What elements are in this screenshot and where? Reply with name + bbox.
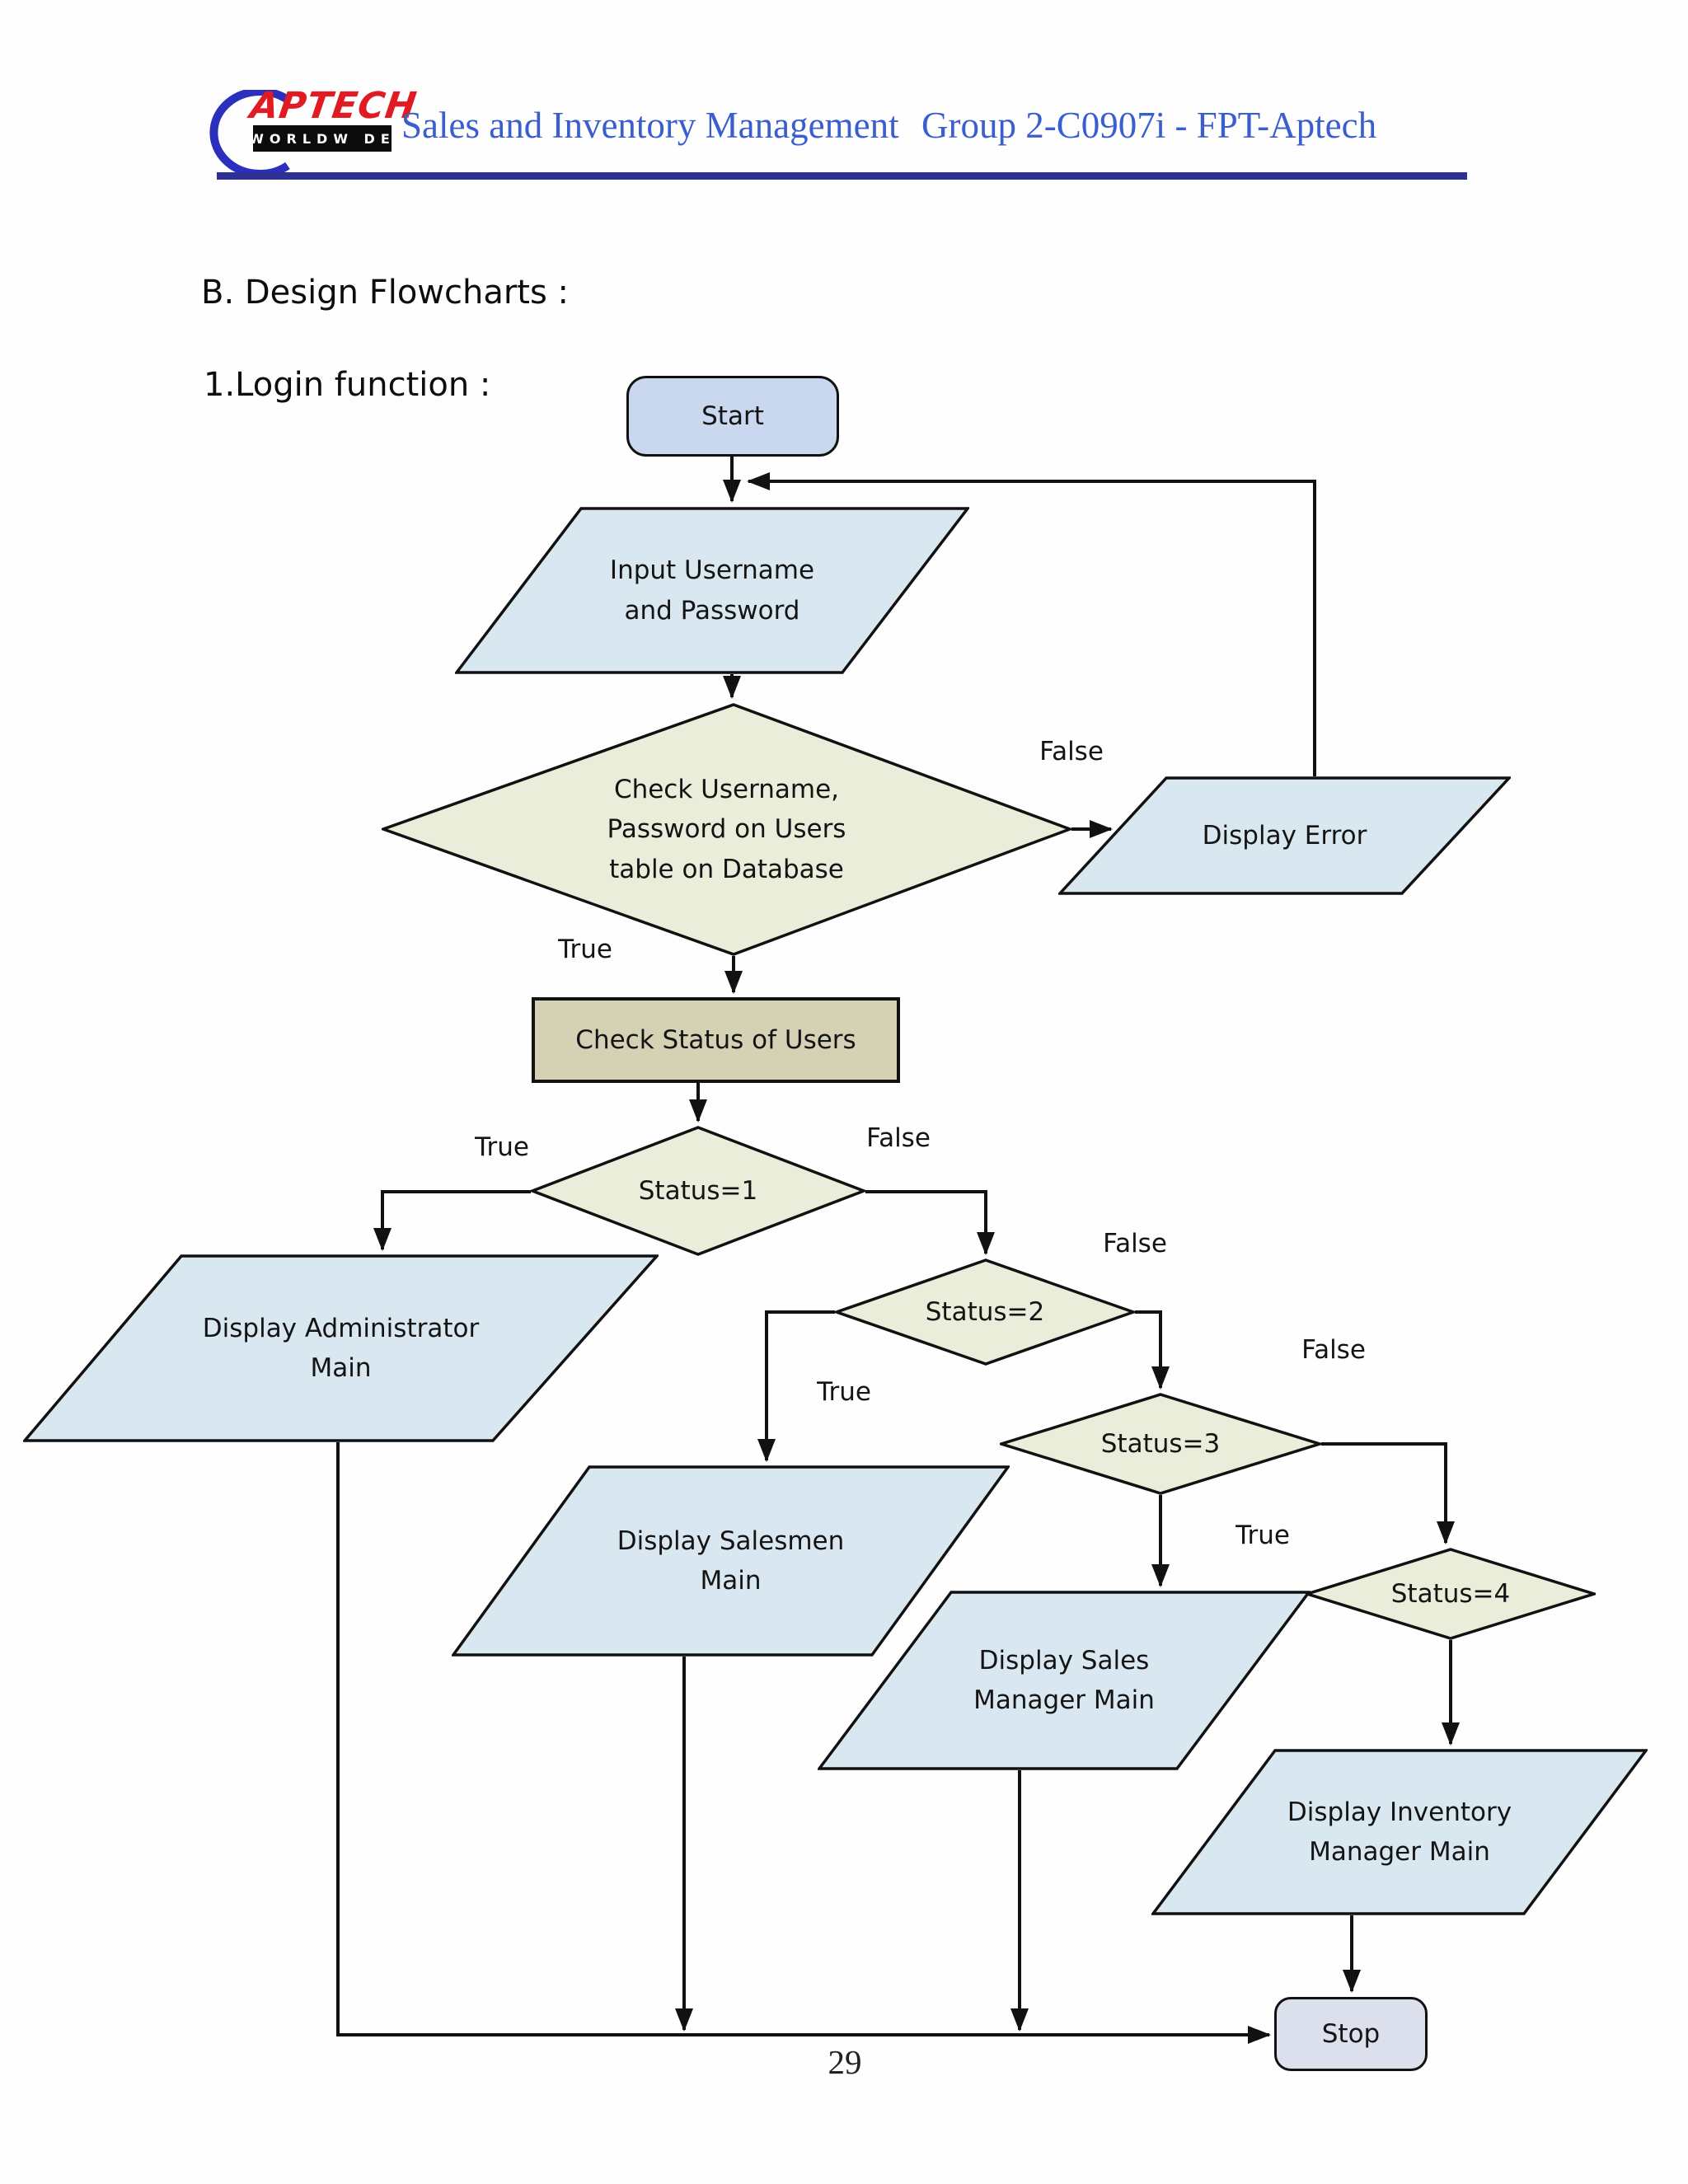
display-error-label: Display Error	[1202, 820, 1367, 851]
status1-decision-node: Status=1	[531, 1126, 865, 1256]
status2-label: Status=2	[925, 1296, 1045, 1327]
status1-label: Status=1	[638, 1175, 758, 1206]
io-shape	[455, 507, 969, 674]
display-inventory-manager-label: Display Inventory Manager Main	[1287, 1797, 1512, 1867]
label-status1-false: False	[866, 1123, 931, 1153]
display-admin-label: Display Administrator Main	[202, 1313, 480, 1383]
display-error-node: Display Error	[1058, 776, 1511, 895]
start-label: Start	[701, 401, 764, 431]
check-user-decision-node: Check Username, Password on Users table …	[382, 703, 1071, 956]
input-credentials-node: Input Username and Password	[455, 507, 969, 674]
io-shape	[1058, 776, 1511, 895]
edge-admin-to-stop	[336, 1442, 1271, 2044]
header-divider	[217, 172, 1467, 180]
label-status1-true: True	[475, 1132, 529, 1162]
label-check-user-true: True	[558, 935, 612, 964]
logo-tagline: WORLDW DE	[249, 125, 392, 152]
display-salesmen-label: Display Salesmen Main	[617, 1526, 845, 1596]
display-admin-node: Display Administrator Main	[23, 1254, 659, 1442]
edge-status1-true	[373, 1190, 531, 1251]
status3-decision-node: Status=3	[1000, 1393, 1321, 1495]
io-shape	[452, 1465, 1010, 1657]
status3-label: Status=3	[1100, 1428, 1221, 1459]
check-status-label: Check Status of Users	[575, 1024, 856, 1055]
label-status2-false: False	[1103, 1229, 1167, 1258]
subsection-heading: 1.Login function :	[204, 366, 491, 404]
document-title: Sales and Inventory Management	[401, 105, 899, 146]
status4-decision-node: Status=4	[1306, 1548, 1596, 1640]
stop-label: Stop	[1321, 2018, 1381, 2049]
label-status2-true: True	[817, 1377, 871, 1407]
label-status3-true: True	[1236, 1521, 1290, 1550]
io-shape	[23, 1254, 659, 1442]
status2-decision-node: Status=2	[835, 1258, 1135, 1366]
input-credentials-label: Input Username and Password	[609, 555, 815, 626]
display-inventory-manager-node: Display Inventory Manager Main	[1151, 1749, 1648, 1915]
check-user-label: Check Username, Password on Users table …	[607, 775, 846, 884]
start-node: Start	[626, 376, 839, 457]
edge-status2-true	[757, 1310, 835, 1462]
io-shape	[818, 1591, 1311, 1770]
decision-shape	[1000, 1393, 1321, 1495]
decision-shape	[382, 703, 1071, 956]
document-group: Group 2-C0907i - FPT-Aptech	[921, 105, 1377, 146]
display-sales-manager-label: Display Sales Manager Main	[973, 1645, 1155, 1715]
edge-status3-false	[1321, 1442, 1455, 1544]
decision-shape	[1306, 1548, 1596, 1640]
page-number: 29	[828, 2043, 862, 2081]
stop-node: Stop	[1274, 1997, 1428, 2071]
display-sales-manager-node: Display Sales Manager Main	[818, 1591, 1311, 1770]
check-status-process-node: Check Status of Users	[532, 997, 900, 1083]
io-shape	[1151, 1749, 1648, 1915]
edge-status2-false	[1135, 1310, 1170, 1390]
section-heading: B. Design Flowcharts :	[201, 274, 570, 312]
edge-error-loopback	[747, 472, 1316, 776]
label-check-user-false: False	[1039, 737, 1104, 766]
status4-label: Status=4	[1390, 1578, 1511, 1609]
edge-status1-false	[865, 1190, 995, 1255]
label-status3-false: False	[1301, 1335, 1366, 1365]
decision-shape	[835, 1258, 1135, 1366]
display-salesmen-node: Display Salesmen Main	[452, 1465, 1010, 1657]
decision-shape	[531, 1126, 865, 1256]
